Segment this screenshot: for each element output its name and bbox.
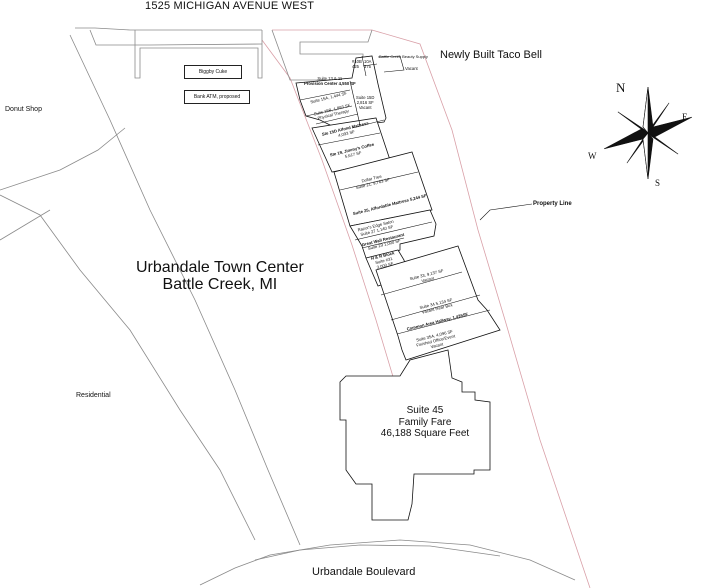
taco-bell-connector [377, 55, 405, 73]
divider-2 [299, 89, 351, 101]
divider-12 [380, 271, 463, 296]
divider-1 [349, 80, 361, 126]
divider-3 [305, 105, 353, 117]
unit-beauty-supply: Battle Creek Beauty Supply [379, 54, 428, 59]
west-edge [0, 127, 126, 191]
donut-shop-label: Donut Shop [5, 106, 42, 113]
unit-small-group-2: 10A 375 [364, 59, 372, 70]
unit-small-group: #10B 425 [352, 59, 362, 70]
compass-n: N [616, 80, 626, 95]
michigan-avenue-label: 1525 MICHIGAN AVENUE WEST [145, 0, 315, 12]
unit-suite-15d-size: 2,816 SF [356, 99, 374, 105]
anchor-family-fare: Suite 45 Family Fare 46,188 Square Feet [355, 405, 495, 440]
outparcel-biggby: Biggby Cuke [184, 65, 242, 79]
compass-w: W [588, 151, 597, 161]
divider-13 [390, 294, 481, 321]
outparcel-bank-atm: Bank ATM, proposed [184, 90, 250, 104]
unit-10a-size: 375 [364, 63, 371, 69]
divider-4 [315, 113, 359, 125]
building-mid-block [349, 209, 437, 263]
center-title: Urbandale Town Center Battle Creek, MI [136, 259, 304, 294]
unit-suite-13-name: Suite 13 & 11 [317, 76, 343, 81]
divider-14 [396, 309, 491, 335]
lower-west [0, 209, 51, 241]
center-name: Urbandale Town Center [136, 259, 304, 276]
residential-label: Residential [76, 392, 111, 399]
urbandale-boulevard-label: Urbandale Boulevard [312, 566, 416, 578]
michigan-ave-curb [75, 27, 262, 31]
unit-suite-13: Suite 13 & 11 Provision Center 4,550 SF [304, 76, 356, 87]
anchor-size: 46,188 Square Feet [380, 428, 470, 439]
property-line-label: Property Line [533, 201, 572, 207]
property-line-leader [479, 203, 533, 221]
divider-9 [339, 171, 419, 191]
compass-s: S [655, 178, 661, 188]
unit-10b-size: 425 [352, 63, 359, 69]
unit-suite-15d-status: Vacant [358, 104, 372, 110]
taco-lot [271, 29, 373, 81]
unit-10a: 10A [364, 59, 372, 64]
unit-vacant-top: Vacant [405, 66, 418, 71]
divider-8 [317, 132, 381, 146]
west-curb-upper [69, 34, 301, 546]
parking-row-1 [134, 30, 263, 79]
anchor-tenant: Family Fare [398, 416, 452, 428]
unit-suite-13-tenant: Provision Center 4,550 SF [304, 80, 356, 86]
compass-rose [603, 86, 693, 180]
building-dollar-tree [333, 151, 433, 227]
boulevard-curb [199, 539, 576, 586]
boulevard-curb-2 [254, 544, 501, 561]
property-line-east [272, 29, 591, 588]
unit-suite-15d-name: Suite 15D [356, 95, 375, 100]
anchor-suite: Suite 45 [406, 405, 444, 416]
divider-10 [354, 221, 433, 241]
donut-edge [0, 194, 256, 541]
divider-11 [361, 237, 405, 249]
unit-suite-15d: Suite 15D 2,816 SF Vacant [356, 95, 375, 110]
divider-6 [362, 63, 378, 67]
taco-bell-label: Newly Built Taco Bell [440, 49, 542, 61]
unit-10b: #10B [352, 59, 362, 64]
center-city: Battle Creek, MI [162, 275, 278, 293]
divider-7 [351, 119, 385, 129]
michigan-ave-curb-2 [89, 29, 263, 46]
compass-e: E [682, 112, 688, 122]
building-family-fare [339, 349, 491, 521]
